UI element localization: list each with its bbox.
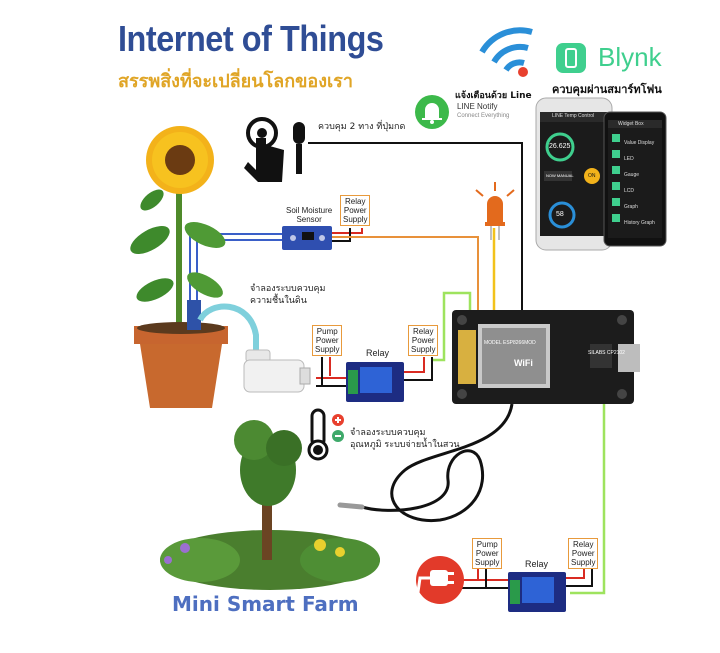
line-notify-bell-icon [415, 95, 449, 129]
phone2-widget-item: History Graph [624, 220, 655, 226]
sensor-label-line2: Sensor [296, 215, 322, 224]
soil-moisture-sensor-label: Soil Moisture Sensor [286, 206, 332, 224]
line-notify-title: แจ้งเตือนด้วย Line [455, 91, 532, 101]
blynk-caption: ควบคุมผ่านสมาร์ทโฟน [552, 83, 662, 96]
mini-smart-farm-label: Mini Smart Farm [172, 592, 359, 616]
board-wifi-label: WiFi [514, 358, 533, 368]
phone2-widget-item: Graph [624, 204, 638, 210]
board-chip-label: SILABS CP2102 [588, 350, 625, 356]
relay-module-middle [346, 362, 404, 402]
garden-tree-image [160, 420, 380, 590]
phone2-widget-item: Value Display [624, 140, 655, 146]
led-indicator-icon [475, 182, 515, 240]
thermometer-icon [307, 408, 344, 461]
relay-mid-label: Relay [366, 348, 390, 358]
moisture-control-note: จำลองระบบควบคุม ความชื้นในดิน [250, 284, 326, 306]
wifi-icon [479, 27, 533, 77]
two-way-button-control-label: ควบคุม 2 ทาง ที่ปุ่มกด [318, 122, 406, 132]
smartphone-blynk-app-1 [535, 97, 613, 251]
phone2-widget-item: Gauge [624, 172, 640, 178]
sensor-signal-wire [332, 236, 479, 310]
soil-moisture-sensor-board [282, 226, 332, 250]
line-notify-name: LINE Notify [457, 102, 498, 111]
phone1-mode-button: NOW MANUAL [546, 173, 574, 178]
phone1-dial-value: 58 [556, 211, 564, 218]
sensor-power-wires [332, 228, 363, 234]
pump-power-supply-bottom-label: Pump Power Supply [472, 538, 503, 569]
power-plug-icon [416, 556, 464, 604]
sensor-label-line1: Soil Moisture [286, 206, 333, 215]
phone1-gauge-value: 26.625 [549, 143, 571, 150]
water-pump-image [243, 349, 311, 393]
temperature-probe-cable [361, 403, 514, 523]
bottom-relay-signal-wire [570, 404, 606, 595]
flower-pot-image [134, 322, 228, 408]
moisture-probe [187, 300, 201, 330]
pump-power-supply-mid-label: Pump Power Supply [312, 325, 343, 356]
temperature-control-note: จำลองระบบควบคุม อุณหภูมิ ระบบจ่ายน้ำในสว… [350, 428, 460, 450]
phone2-widget-item: LCD [624, 188, 635, 194]
relay-module-bottom [508, 572, 566, 612]
button-signal-wire [308, 142, 523, 310]
phone1-toggle-label: ON [588, 173, 596, 179]
nodemcu-esp8266-board [452, 310, 640, 404]
mid-relay-signal-wire [432, 291, 472, 362]
blynk-brand-label: Blynk [598, 42, 662, 72]
relay-power-supply-bottom-label: Relay Power Supply [568, 538, 599, 569]
line-notify-tagline: Connect Everything [457, 113, 510, 119]
smartphone-blynk-app-2 [603, 111, 667, 247]
relay-power-supply-top-label: Relay Power Supply [340, 195, 371, 226]
phone2-header: Widget Box [618, 121, 644, 127]
blynk-logo-icon [556, 43, 586, 73]
phone2-widget-item: LED [624, 156, 634, 162]
diagram-subtitle: สรรพสิ่งที่จะเปลี่ยนโลกของเรา [118, 71, 353, 92]
board-model-label: MODEL ESP8266MOD [484, 340, 536, 346]
diagram-title: Internet of Things [118, 18, 384, 59]
water-tube [197, 303, 259, 352]
relay-bottom-label: Relay [525, 559, 549, 569]
relay-power-supply-mid-label: Relay Power Supply [408, 325, 439, 356]
push-button-icon [244, 117, 305, 182]
phone1-header: LINE Temp Control [552, 113, 595, 119]
sunflower-plant-image [130, 126, 226, 330]
